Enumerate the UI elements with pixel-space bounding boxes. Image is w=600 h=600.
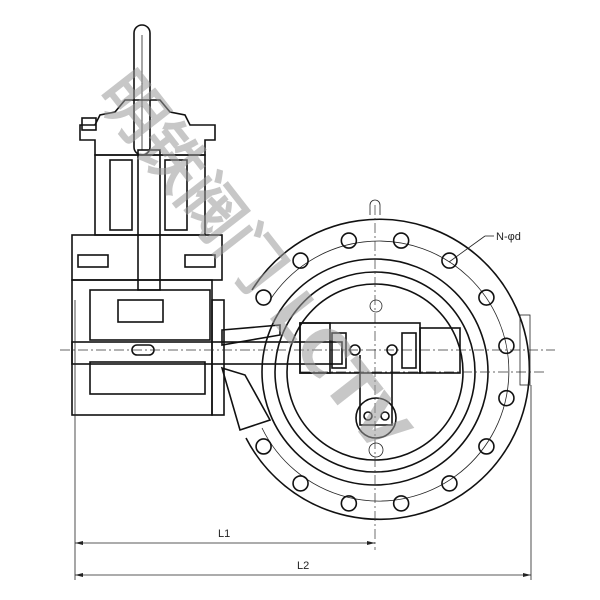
bolt-hole	[441, 252, 458, 269]
flange-outer	[245, 218, 531, 521]
dimension-l1: L1	[218, 528, 230, 540]
bolt-hole	[292, 475, 309, 492]
bolt-hole	[498, 389, 515, 407]
bolt-holes	[255, 232, 515, 512]
bolt-hole	[255, 438, 272, 455]
bolt-hole	[292, 252, 309, 269]
bolt-hole	[478, 438, 495, 455]
top-bonnet	[79, 99, 216, 156]
bolt-callout: N-φd	[448, 231, 521, 263]
bolt-hole	[255, 289, 272, 306]
bolt-hole	[340, 232, 358, 249]
bolt-hole	[340, 495, 358, 512]
disc-linkage	[299, 299, 461, 458]
flange	[60, 199, 555, 580]
bolt-hole	[498, 337, 515, 355]
drive-shaft	[71, 341, 343, 365]
bolt-hole	[441, 475, 458, 492]
watermark: 明铁阀门 LCTV	[82, 59, 423, 467]
bolt-hole	[392, 495, 410, 512]
actuator	[71, 24, 225, 416]
bolt-hole	[392, 232, 410, 249]
dimension-l2: L2	[297, 560, 309, 572]
bolt-hole	[478, 289, 495, 306]
dimensions: L1 L2	[75, 385, 532, 580]
callout-label: N-φd	[496, 231, 521, 243]
